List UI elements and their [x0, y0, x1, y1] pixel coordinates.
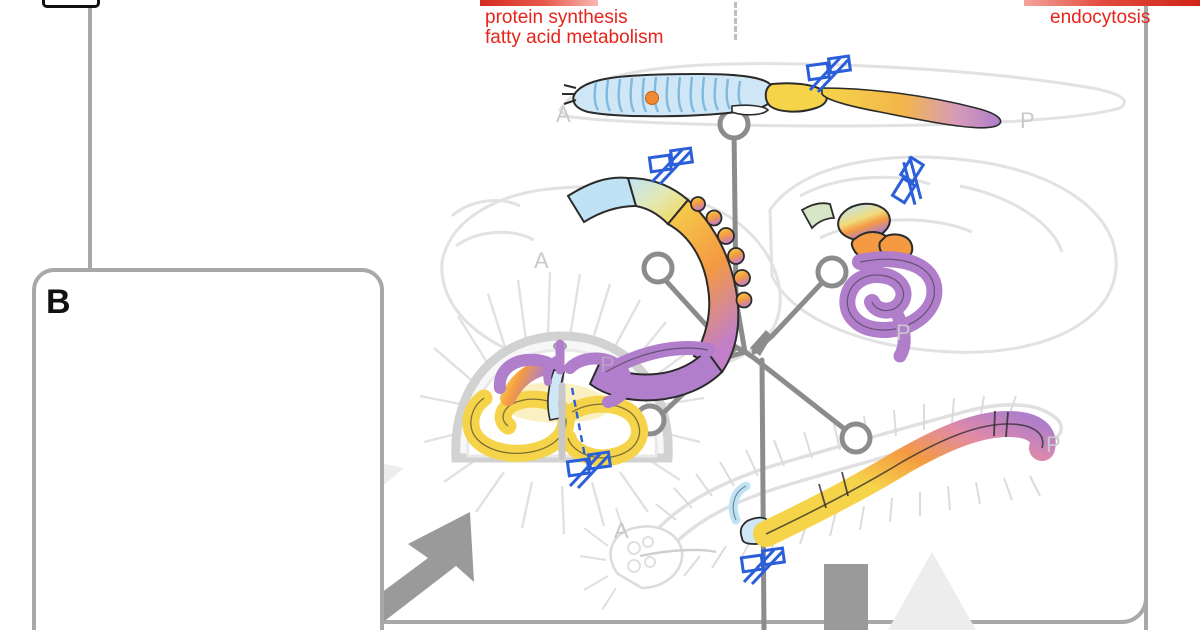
- amphioxus-gut: A P: [556, 72, 1035, 133]
- endostyle-marker: [644, 90, 660, 106]
- sea-urchin-gut: P: [462, 339, 715, 467]
- annotation-left-line2: fatty acid metabolism: [485, 27, 664, 48]
- legend-box-clipped: [42, 0, 100, 8]
- dashed-divider: [734, 0, 737, 40]
- label-posterior: P: [896, 320, 911, 345]
- label-anterior: A: [614, 518, 629, 543]
- cut-marks: [565, 54, 926, 586]
- gut-boundary-cut-mark: [805, 54, 853, 94]
- label-posterior: P: [1020, 108, 1035, 133]
- gut-boundary-cut-mark: [739, 546, 787, 586]
- panel-b-frame: [32, 268, 384, 630]
- annotation-right-line1: endocytosis: [1050, 7, 1151, 28]
- gut-boundary-cut-mark: [890, 155, 926, 206]
- arrow-light-clipped: [888, 552, 976, 630]
- panel-a-right-divider: [1144, 0, 1148, 630]
- annelid-gut: A P: [614, 410, 1061, 547]
- gut-boundary-cut-mark: [565, 450, 613, 490]
- tree-node: [815, 255, 849, 289]
- arrow-dark-clipped: [824, 564, 868, 630]
- label-posterior: P: [1046, 432, 1061, 457]
- red-annotation-bar-right: [1024, 0, 1200, 6]
- mollusc-gut: P: [800, 202, 943, 363]
- label-anterior: A: [556, 102, 571, 127]
- label-posterior: P: [600, 352, 615, 377]
- panel-b-id: B: [46, 283, 71, 321]
- annotation-right: endocytosis: [1050, 8, 1150, 28]
- annotation-left-line1: protein synthesis: [485, 7, 628, 28]
- body-outlines: [440, 62, 1126, 379]
- red-annotation-bar-left: [480, 0, 598, 6]
- annotation-left: protein synthesis fatty acid metabolism: [485, 8, 663, 48]
- label-anterior: A: [534, 248, 549, 273]
- tree-node: [641, 251, 675, 285]
- hemichordate-gut: A: [534, 176, 753, 402]
- gut-boundary-cut-mark: [647, 146, 695, 186]
- tree-node: [839, 421, 873, 455]
